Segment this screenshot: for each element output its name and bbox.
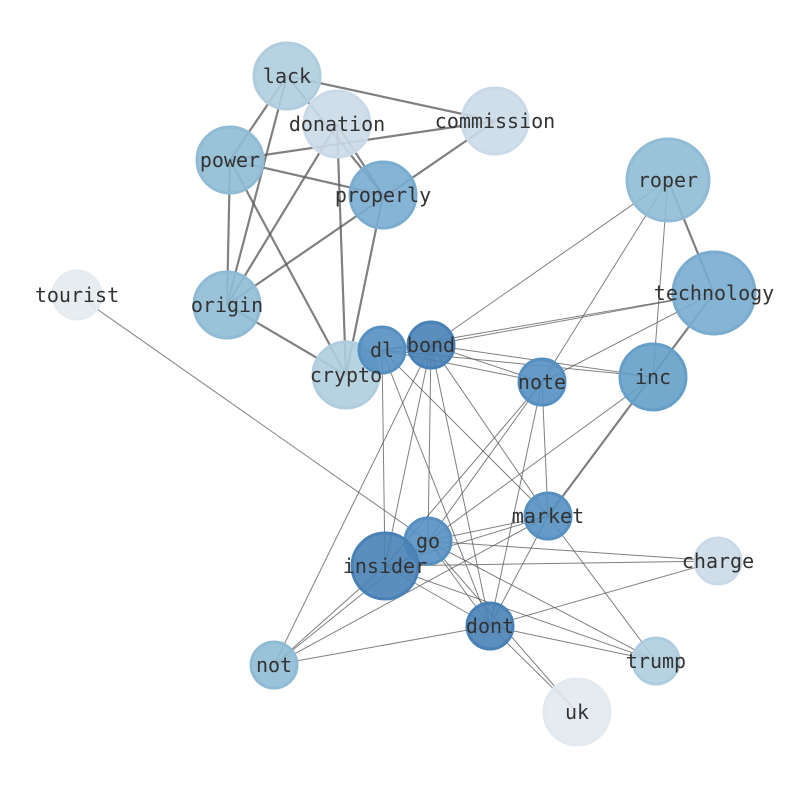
edge-donation-crypto <box>335 123 348 376</box>
node-inc[interactable] <box>618 342 688 412</box>
edge-dont-trump <box>489 625 657 662</box>
edge-dl-note <box>381 349 543 383</box>
node-label-dont: dont <box>466 614 514 638</box>
edge-bond-market <box>430 344 549 517</box>
edge-insider-charge <box>384 560 719 567</box>
edge-insider-trump <box>384 565 657 662</box>
node-lack[interactable] <box>252 41 322 111</box>
node-trump[interactable] <box>631 636 681 686</box>
node-label-dl: dl <box>370 338 394 362</box>
edge-market-trump <box>547 515 657 662</box>
node-label-not: not <box>256 653 292 677</box>
edge-power-crypto <box>229 159 347 376</box>
edge-dl-dont <box>381 349 491 627</box>
node-label-trump: trump <box>626 649 686 673</box>
node-commission[interactable] <box>460 86 530 156</box>
node-market[interactable] <box>523 491 573 541</box>
node-label-commission: commission <box>435 109 555 133</box>
node-label-technology: technology <box>654 281 774 305</box>
edge-bond-dont <box>430 344 491 627</box>
node-dont[interactable] <box>465 601 515 651</box>
node-uk[interactable] <box>542 677 612 747</box>
node-dl[interactable] <box>357 325 407 375</box>
edge-go-trump <box>427 540 657 662</box>
node-label-inc: inc <box>635 365 671 389</box>
edge-dl-market <box>381 349 549 517</box>
node-power[interactable] <box>195 125 265 195</box>
edge-dont-charge <box>489 560 719 627</box>
node-tourist[interactable] <box>51 269 103 321</box>
node-insider[interactable] <box>350 531 420 601</box>
node-label-properly: properly <box>335 183 431 207</box>
node-label-origin: origin <box>191 293 263 317</box>
edge-tourist-go <box>76 294 429 542</box>
edge-market-not <box>273 515 549 666</box>
node-label-uk: uk <box>565 700 589 724</box>
edge-dont-not <box>273 625 491 666</box>
edge-lack-commission <box>286 74 496 123</box>
edge-inc-go <box>427 376 654 542</box>
edge-technology-bond <box>430 292 715 346</box>
node-label-go: go <box>416 529 440 553</box>
edge-dl-insider <box>381 349 386 567</box>
nodes-layer <box>51 41 757 747</box>
node-label-market: market <box>512 504 584 528</box>
edge-go-charge <box>427 540 719 562</box>
node-note[interactable] <box>517 357 567 407</box>
node-donation[interactable] <box>302 89 372 159</box>
edge-note-go <box>427 381 543 542</box>
node-not[interactable] <box>249 640 299 690</box>
node-technology[interactable] <box>671 250 757 336</box>
node-label-lack: lack <box>263 64 311 88</box>
edge-donation-origin <box>226 123 338 306</box>
node-origin[interactable] <box>192 270 262 340</box>
edge-note-dont <box>489 381 543 627</box>
edge-roper-bond <box>430 179 669 346</box>
node-label-roper: roper <box>638 168 698 192</box>
node-label-insider: insider <box>343 554 427 578</box>
edge-bond-not <box>273 344 432 666</box>
node-charge[interactable] <box>693 536 743 586</box>
node-label-power: power <box>200 148 260 172</box>
node-label-charge: charge <box>682 549 754 573</box>
node-label-note: note <box>518 370 566 394</box>
node-label-bond: bond <box>407 333 455 357</box>
edge-bond-go <box>427 344 432 542</box>
node-label-donation: donation <box>289 112 385 136</box>
labels-layer: lack donation commission power properly roper… <box>35 64 774 724</box>
node-properly[interactable] <box>348 160 418 230</box>
node-bond[interactable] <box>406 320 456 370</box>
node-label-tourist: tourist <box>35 283 119 307</box>
node-roper[interactable] <box>625 137 711 223</box>
edge-technology-market <box>547 292 715 517</box>
node-label-crypto: crypto <box>310 363 382 387</box>
edge-lack-origin <box>225 75 289 306</box>
edge-bond-insider <box>384 344 432 567</box>
